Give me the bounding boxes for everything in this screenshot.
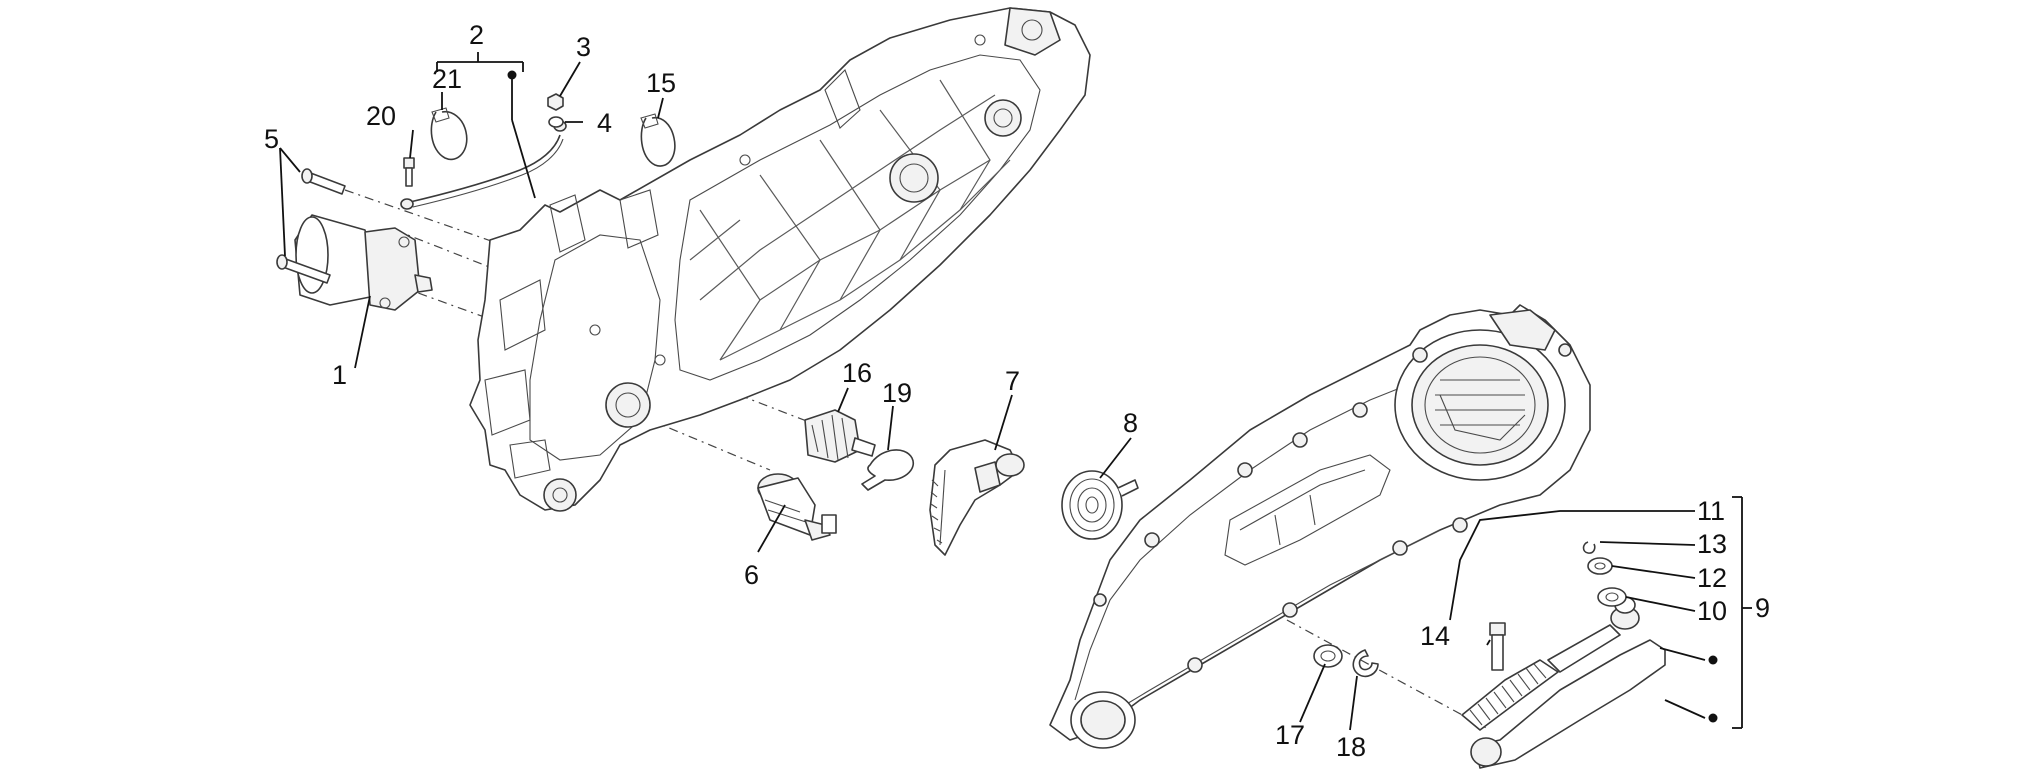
bullet-pedal-rubber — [1708, 713, 1718, 723]
callout-14: 14 — [1420, 621, 1450, 651]
callout-1: 1 — [332, 360, 347, 390]
bullet-markers — [507, 70, 1718, 723]
callout-13: 13 — [1697, 529, 1727, 559]
kickstart-gear-sector — [929, 439, 1025, 556]
callout-4: 4 — [597, 108, 612, 138]
callout-12: 12 — [1697, 563, 1727, 593]
callout-7: 7 — [1005, 366, 1020, 396]
callout-21: 21 — [432, 64, 462, 94]
bullet-pedal-arm — [1708, 655, 1718, 665]
callout-18: 18 — [1336, 732, 1366, 762]
leader-lines — [279, 52, 1752, 731]
callout-10: 10 — [1697, 596, 1727, 626]
washer — [548, 116, 564, 128]
crankcase-housing — [469, 7, 1091, 512]
transmission-cover — [1049, 304, 1591, 749]
starter-gear — [757, 473, 837, 541]
kick-pedal-assembly — [1461, 596, 1666, 769]
callout-20: 20 — [366, 101, 396, 131]
hose-clamp-right — [640, 113, 676, 167]
small-bolt — [403, 157, 415, 187]
callout-6: 6 — [744, 560, 759, 590]
pedal-bolt — [1489, 622, 1506, 671]
callout-3: 3 — [576, 32, 591, 62]
spring-clip — [861, 449, 915, 491]
kickstart-pinion — [804, 409, 876, 463]
callout-16: 16 — [842, 358, 872, 388]
cover-circlip — [1352, 649, 1379, 678]
callout-15: 15 — [646, 68, 676, 98]
callout-8: 8 — [1123, 408, 1138, 438]
pedal-washer-12 — [1587, 557, 1613, 575]
hose-clamp-left — [430, 107, 468, 161]
callout-19: 19 — [882, 378, 912, 408]
kickstart-spring — [1061, 470, 1139, 540]
callout-5: 5 — [264, 124, 279, 154]
nut — [547, 93, 564, 111]
ground-cable — [400, 120, 567, 210]
callout-9: 9 — [1755, 593, 1770, 623]
starter-bolts — [276, 168, 346, 284]
pedal-washer-10 — [1597, 587, 1627, 607]
starter-motor — [294, 214, 433, 311]
callout-2: 2 — [469, 20, 484, 50]
bullet-cable — [507, 70, 517, 80]
pedal-clip-13 — [1582, 541, 1596, 554]
cover-washer — [1313, 644, 1343, 668]
callout-numbers: 1 2 21 3 4 15 20 5 16 19 7 8 6 11 13 12 … — [264, 20, 1770, 762]
callout-17: 17 — [1275, 720, 1305, 750]
callout-11: 11 — [1697, 496, 1725, 526]
